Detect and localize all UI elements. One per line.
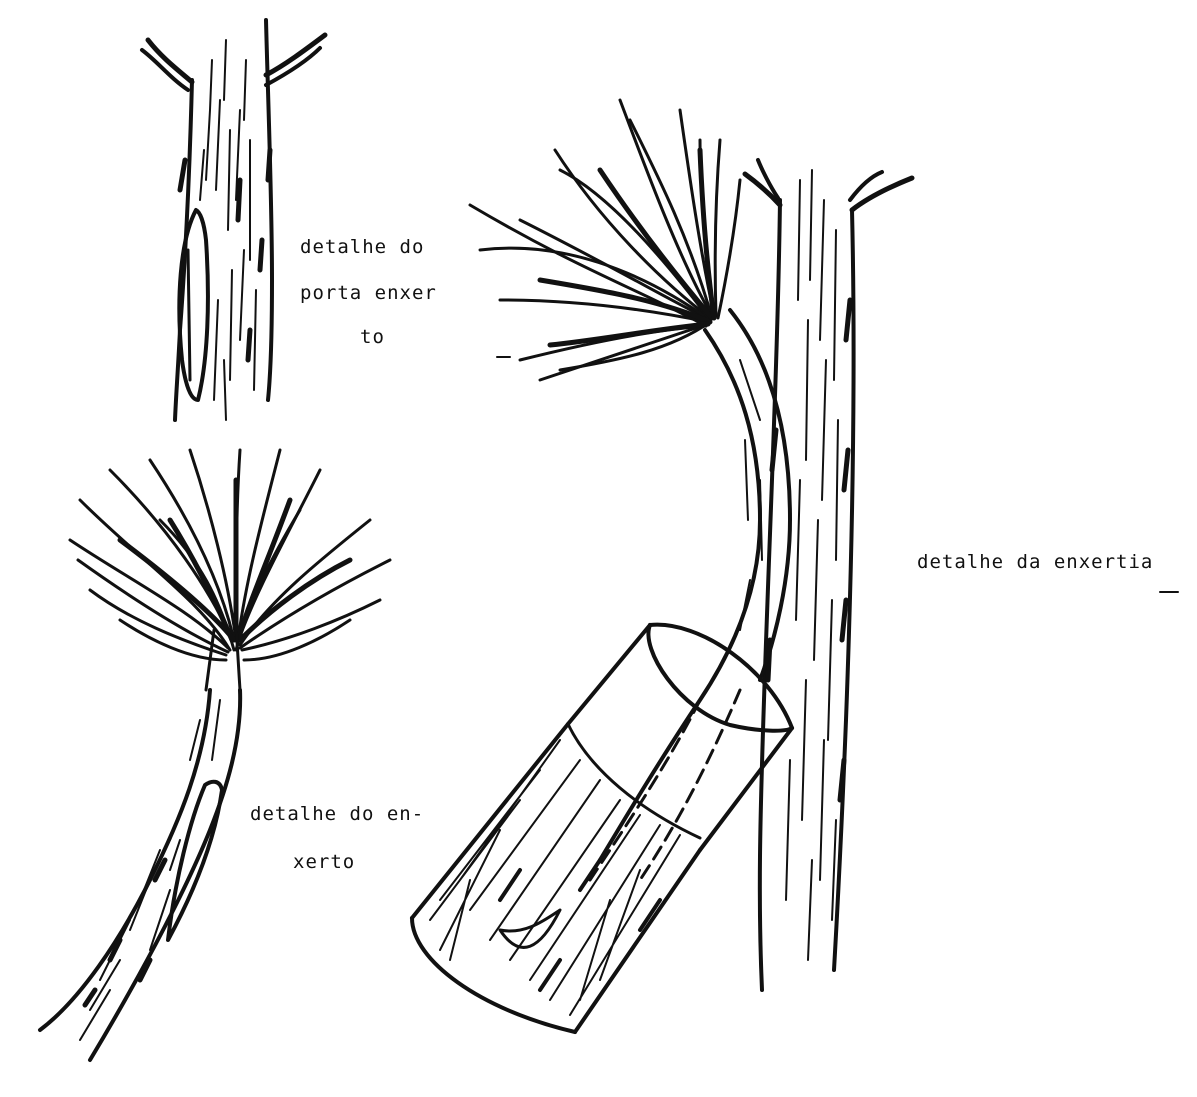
grafting-label: detalhe da enxertia — [917, 553, 1153, 572]
grafting-drawing — [412, 100, 912, 1032]
rootstock-label-line-3: to — [360, 328, 385, 347]
rootstock-label-line-1: detalhe do — [300, 238, 424, 257]
scion-label-line-1: detalhe do en- — [250, 805, 424, 824]
rootstock-label-line-2: porta enxer — [300, 284, 437, 303]
rootstock-drawing — [142, 20, 325, 420]
scion-label-line-2: xerto — [293, 853, 355, 872]
scion-drawing — [40, 450, 390, 1060]
